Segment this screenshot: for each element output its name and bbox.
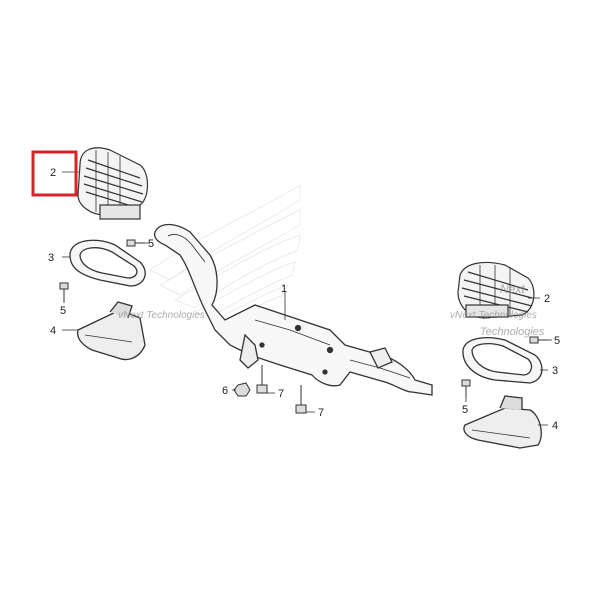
watermark-right-technologies: Technologies: [480, 326, 545, 338]
nut: [233, 382, 251, 397]
callout-2-left: 2: [50, 167, 56, 179]
callout-5-right-top: 5: [554, 335, 560, 347]
bolt-b: [295, 385, 307, 414]
callout-5-left-top: 5: [148, 238, 154, 250]
callout-highlight-box: [31, 150, 78, 197]
left-heel-guard: [76, 301, 146, 361]
callout-1: 1: [281, 283, 287, 295]
callout-4-left: 4: [50, 325, 56, 337]
right-bolt-bottom: [461, 379, 471, 398]
callouts: 2 3 5 5 4 1 6 7 7 2 5 3 5 4: [48, 167, 560, 432]
right-bolt-top: [529, 336, 548, 344]
right-heel-guard: [463, 395, 542, 449]
watermark-left: vNext Technologies: [118, 310, 205, 321]
right-footpeg-bracket: [462, 337, 543, 384]
watermark-right-next: Next: [500, 282, 525, 296]
leader-lines: [62, 171, 552, 426]
callout-2-right: 2: [544, 293, 550, 305]
callout-5-right-bottom: 5: [462, 404, 468, 416]
main-footpeg-bar: [153, 223, 433, 396]
bolt-a: [256, 365, 268, 394]
watermark-right-line1: vNext Technologies: [450, 310, 537, 321]
callout-5-left-bottom: 5: [60, 305, 66, 317]
callout-3-left: 3: [48, 252, 54, 264]
left-footpeg-bracket: [69, 239, 146, 287]
callout-7-a: 7: [278, 388, 284, 400]
left-bolt-bottom: [59, 282, 69, 302]
callout-6: 6: [222, 385, 228, 397]
right-footpeg-rubber: [457, 261, 535, 319]
callout-4-right: 4: [552, 420, 558, 432]
left-footpeg-rubber: [77, 147, 149, 220]
watermark-text: vNext Technologies Next Technologies vNe…: [118, 282, 545, 338]
wing-logo-watermark: [149, 184, 301, 326]
left-bolt-top: [126, 239, 145, 247]
callout-3-right: 3: [552, 365, 558, 377]
callout-7-b: 7: [318, 407, 324, 419]
